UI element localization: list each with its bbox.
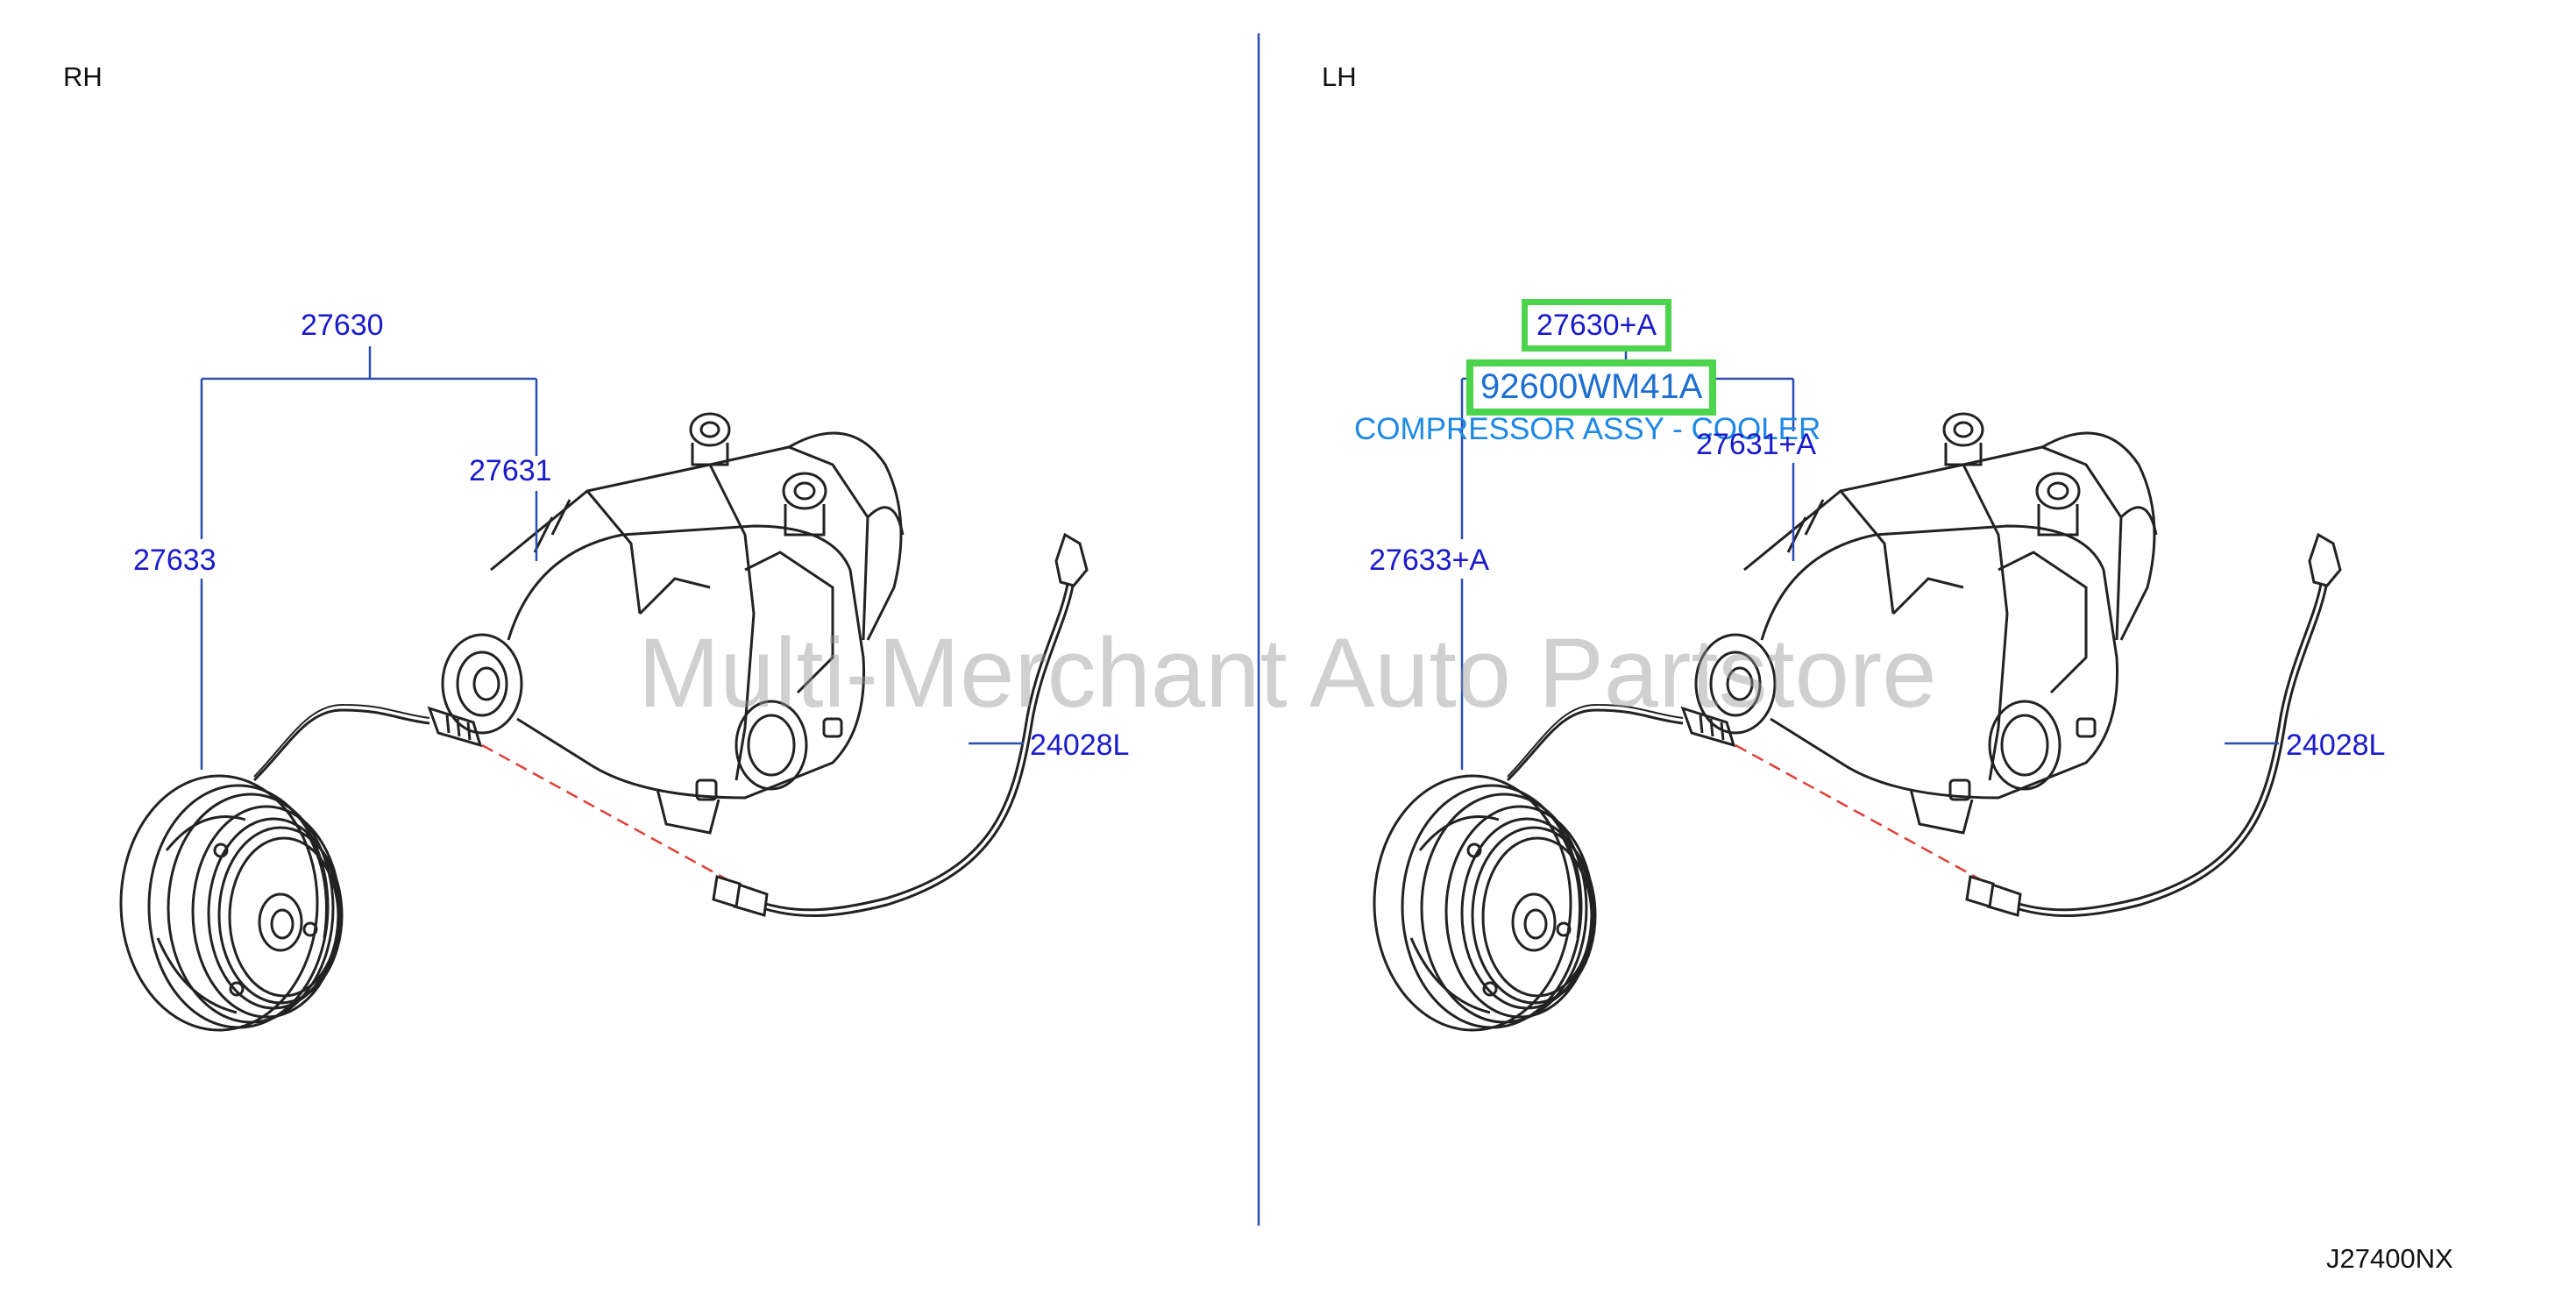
- selected-part-number[interactable]: 92600WM41A: [1466, 359, 1717, 416]
- rh-leader-lines: [200, 346, 1024, 770]
- watermark-text: Multi-Merchant Auto Partstore: [638, 618, 1937, 728]
- lh-side-label: LH: [1322, 61, 1357, 92]
- rh-callout-27630[interactable]: 27630: [301, 309, 384, 342]
- rh-callout-27633[interactable]: 27633: [133, 544, 216, 577]
- lh-callout-24028l[interactable]: 24028L: [2286, 729, 2386, 762]
- selected-part-description: COMPRESSOR ASSY - COOLER: [1354, 412, 1821, 446]
- lh-callout-27630-a-highlighted[interactable]: 27630+A: [1522, 299, 1672, 352]
- rh-callout-24028l[interactable]: 24028L: [1030, 729, 1130, 762]
- lh-callout-27633-a[interactable]: 27633+A: [1369, 544, 1490, 577]
- lh-callout-27631-a[interactable]: 27631+A: [1696, 428, 1817, 461]
- diagram-code: J27400NX: [2326, 1243, 2453, 1274]
- rh-callout-27631[interactable]: 27631: [469, 454, 552, 487]
- rh-side-label: RH: [63, 61, 103, 92]
